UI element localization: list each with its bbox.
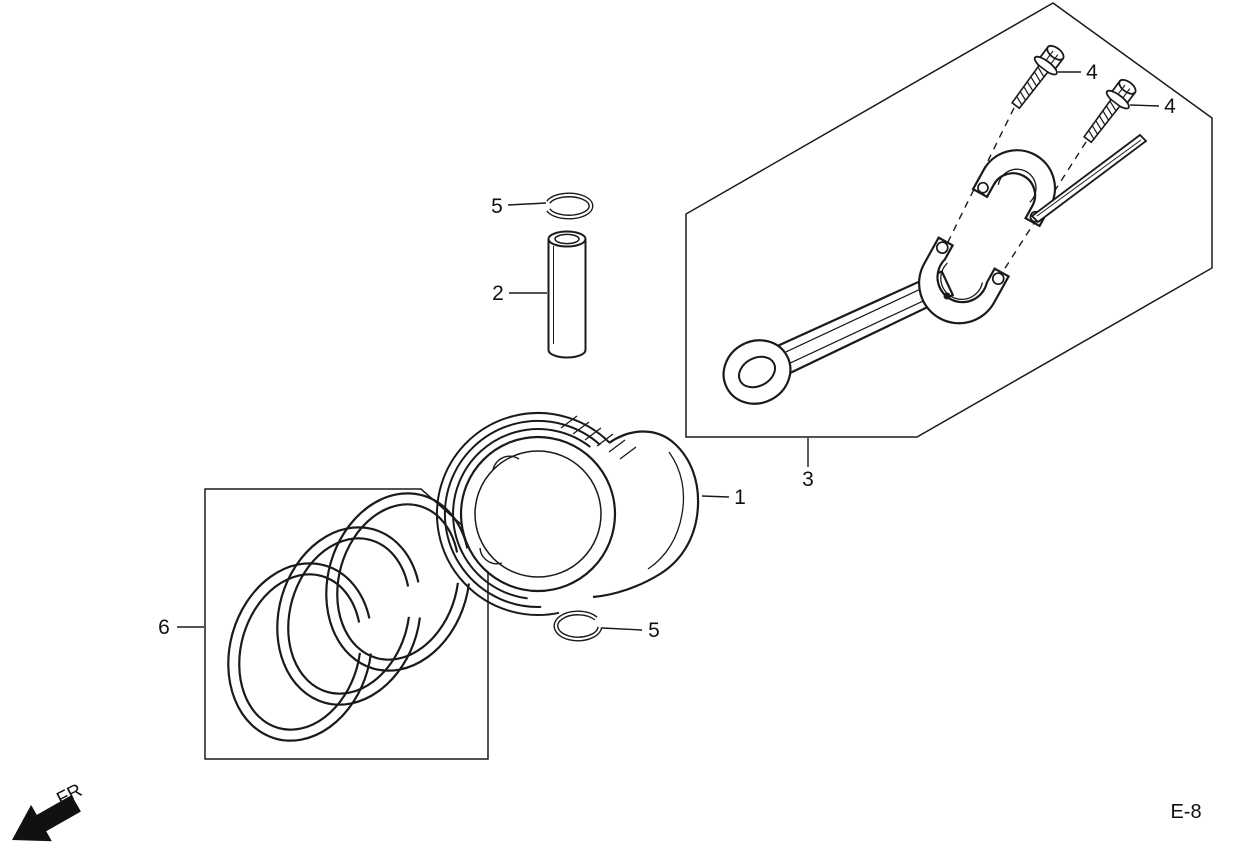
rod-bolt-lower-drawing [1083,78,1137,144]
page-code-label: E-8 [1170,801,1201,823]
pin-clip-upper-drawing [546,192,594,220]
callout-label-piston: 1 [734,486,746,509]
leader-pin-clip-lower [601,627,643,631]
rod-shaft-ibeam-lines [781,283,937,366]
piston-pin-drawing [547,230,587,359]
piston-crown-chamfer [474,450,602,578]
callout-leader-lines [177,71,1160,631]
piston-groove-hatching [560,415,637,460]
rod-bolt-upper-drawing [1011,44,1065,110]
piston-drawing [436,412,700,616]
rod-big-end [917,236,1011,325]
leader-bolt-lower [1129,104,1160,107]
rod-small-end [722,339,792,405]
rod-oil-hole [943,292,951,300]
callout-label-bolt-lower: 4 [1164,95,1176,118]
piston-ring-set-boundary-frame [204,488,489,760]
rod-cap-drawing [971,149,1057,228]
callout-label-connecting-rod: 3 [802,468,814,491]
oil-dipper-drawing [1030,133,1148,224]
piston-ring-set-drawing [227,492,471,742]
leader-pin-clip-upper [507,202,547,206]
piston-ring-2 [276,526,422,706]
callout-label-pin-clip-lower: 5 [648,619,660,642]
fr-direction-arrow: FR [12,780,86,842]
piston-ring-1 [227,562,373,742]
piston-crown-face [459,435,617,593]
callout-label-piston-ring-set: 6 [158,616,170,639]
callout-label-pin-clip-upper: 5 [491,195,503,218]
piston-ring-3 [325,492,471,672]
piston-skirt-inner-line [647,451,685,570]
callout-label-piston-pin: 2 [492,282,504,305]
callout-label-bolt-upper: 4 [1086,61,1098,84]
pin-clip-lower-drawing [553,610,603,642]
connecting-rod-drawing [722,236,1011,405]
piston-skirt-outline [592,430,700,599]
piston-ring-land-arcs [436,412,611,616]
piston-valve-reliefs [479,455,520,565]
leader-piston [701,495,730,498]
connecting-rod-boundary-frame [685,2,1213,438]
fr-arrow-icon [12,795,81,842]
